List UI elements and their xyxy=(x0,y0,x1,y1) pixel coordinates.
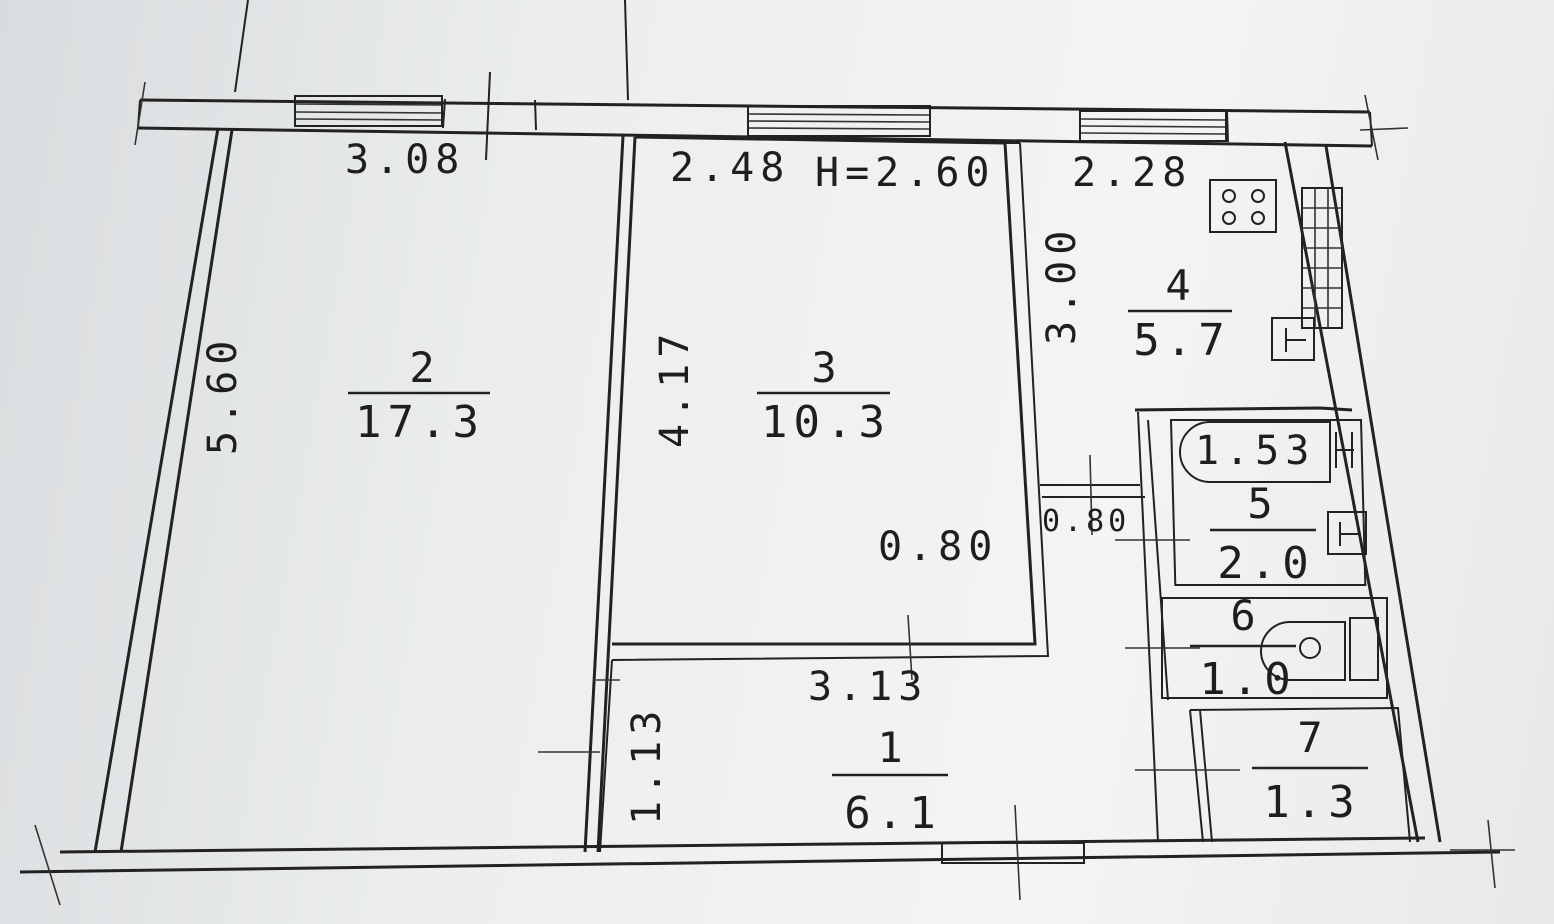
window-room4 xyxy=(1079,110,1227,142)
wall-segments-top xyxy=(442,71,1229,161)
room-number: 5 xyxy=(1247,479,1272,528)
exterior-wall-right xyxy=(1283,141,1442,843)
window-room2 xyxy=(294,95,443,127)
room3-outline xyxy=(611,135,1050,681)
room-area: 17.3 xyxy=(355,397,485,448)
ceiling-height-label: H=2.60 xyxy=(815,150,996,196)
room-area: 2.0 xyxy=(1217,538,1314,589)
room-label-7: 7 1.3 xyxy=(1252,713,1368,828)
ventilation-duct xyxy=(1301,187,1343,329)
room-area: 10.3 xyxy=(761,397,891,448)
dim-room2-length: 5.60 xyxy=(200,335,246,455)
window-room3 xyxy=(747,105,931,137)
room-area: 1.3 xyxy=(1263,777,1360,828)
room-area: 5.7 xyxy=(1133,315,1230,366)
partition-2-3 xyxy=(583,135,637,853)
room-number: 6 xyxy=(1230,591,1255,640)
hallway-outline xyxy=(538,659,620,853)
room-number: 1 xyxy=(877,723,902,772)
dim-room3-width: 2.48 xyxy=(670,145,790,191)
room-label-6: 6 1.0 xyxy=(1190,591,1296,705)
room-number: 7 xyxy=(1297,713,1322,762)
room-label-1: 1 6.1 xyxy=(832,723,948,839)
dim-hall-width: 3.13 xyxy=(808,664,928,710)
room-label-4: 4 5.7 xyxy=(1128,261,1232,366)
dim-room2-width: 3.08 xyxy=(345,137,465,183)
room-area: 6.1 xyxy=(844,788,941,839)
dim-room3-length: 4.17 xyxy=(652,328,698,448)
dim-bath-length: 1.53 xyxy=(1195,428,1315,474)
bath-riser xyxy=(1335,432,1354,468)
room-number: 2 xyxy=(409,343,434,392)
bathroom-outline xyxy=(1115,419,1367,586)
exterior-wall-bottom xyxy=(19,804,1515,906)
dim-room4-width: 2.28 xyxy=(1072,150,1192,196)
dim-room4-length: 3.00 xyxy=(1039,225,1085,345)
room-number: 3 xyxy=(811,343,836,392)
room-area: 1.0 xyxy=(1199,654,1296,705)
room-label-2: 2 17.3 xyxy=(348,343,490,448)
exterior-wall-left xyxy=(93,127,234,853)
closet-outline xyxy=(1135,706,1411,843)
dim-door-room3: 0.80 xyxy=(878,524,998,570)
dim-door-corridor: 0.80 xyxy=(1042,504,1130,539)
toilet-outline xyxy=(1125,597,1388,699)
kitchen-riser xyxy=(1271,317,1315,361)
room-label-5: 5 2.0 xyxy=(1210,479,1316,589)
room-number: 4 xyxy=(1165,261,1190,310)
balcony xyxy=(234,0,629,101)
room-label-3: 3 10.3 xyxy=(757,343,891,448)
dim-hall-depth: 1.13 xyxy=(624,705,670,825)
stove xyxy=(1209,179,1277,233)
